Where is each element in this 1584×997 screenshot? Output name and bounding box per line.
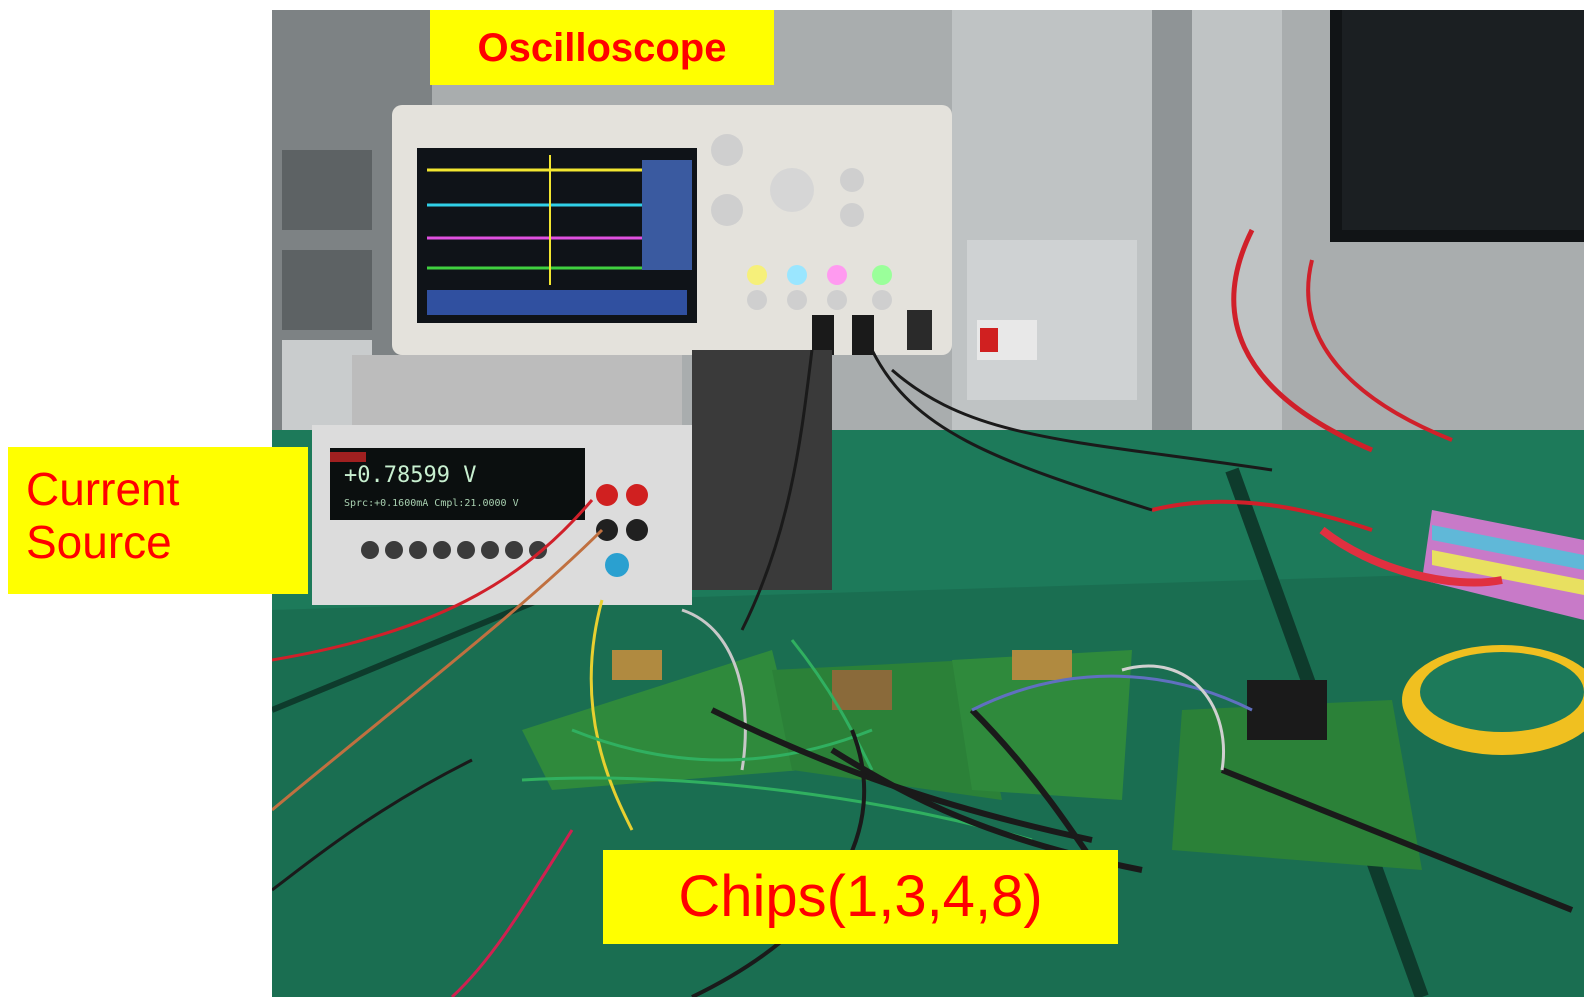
chips-label-text: Chips(1,3,4,8) [678,863,1043,929]
oscilloscope-label: Oscilloscope [430,10,774,85]
current-source-label: Current Source [8,447,308,594]
current-source-label-line2: Source [26,515,172,568]
chips-label: Chips(1,3,4,8) [603,850,1118,944]
meter-main-readout: +0.78599 V [344,463,476,488]
oscilloscope-label-text: Oscilloscope [477,25,727,70]
oscilloscope-device [392,105,952,355]
lab-bench-photo: +0.78599 V Sprc:+0.1600mA Cmpl:21.0000 V [272,10,1584,997]
meter-sub-readout: Sprc:+0.1600mA Cmpl:21.0000 V [344,498,519,509]
source-meter-device: +0.78599 V Sprc:+0.1600mA Cmpl:21.0000 V [312,350,832,605]
current-source-label-line1: Current [26,463,180,515]
